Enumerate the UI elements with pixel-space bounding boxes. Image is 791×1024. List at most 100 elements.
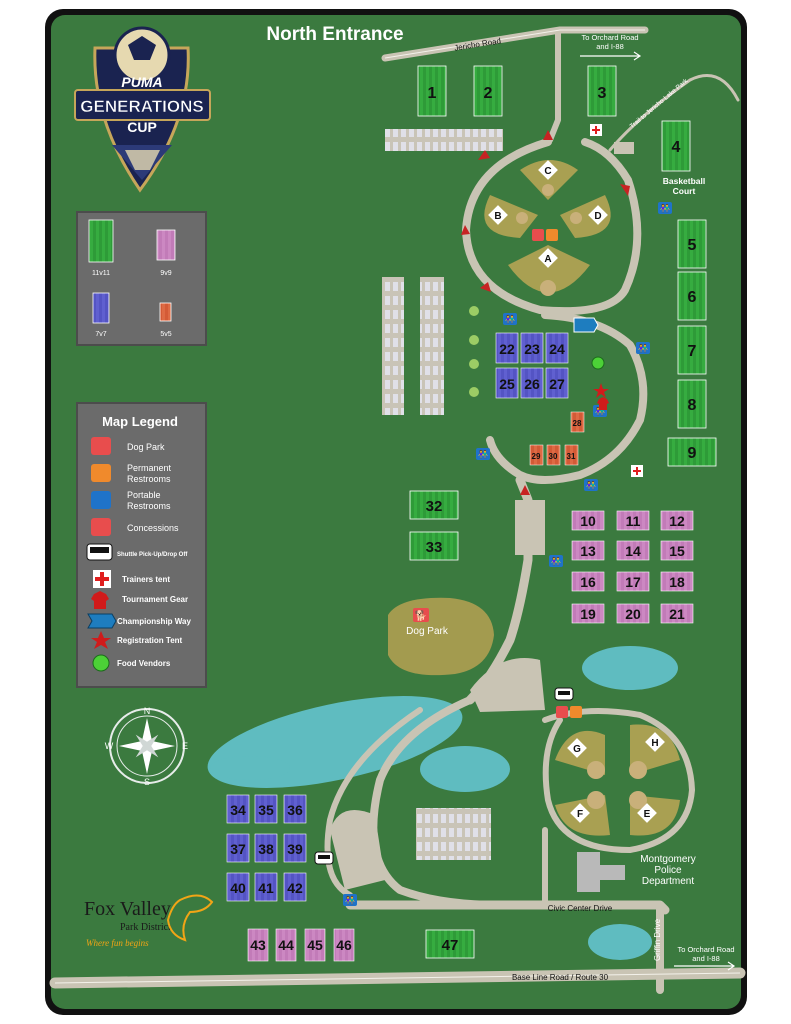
fox-icon (166, 894, 214, 942)
legend-label: Championship Way (117, 617, 191, 626)
trainers-tent-icon[interactable] (590, 124, 602, 136)
field-43[interactable]: 43 (247, 928, 269, 962)
portable-restroom-icon[interactable]: 👫 (658, 202, 672, 214)
field-17[interactable]: 17 (616, 571, 650, 592)
field-32[interactable]: 32 (409, 490, 459, 520)
portable-restroom-icon[interactable]: 👫 (549, 555, 563, 567)
jericho-road-line (384, 29, 645, 59)
logo-subtitle: CUP (127, 119, 157, 135)
svg-text:12: 12 (669, 513, 685, 529)
arrow-right-icon (580, 51, 642, 61)
field-25[interactable]: 25 (495, 367, 519, 399)
field-12[interactable]: 12 (660, 510, 694, 531)
field-26[interactable]: 26 (520, 367, 544, 399)
diamond-label: G (573, 744, 581, 755)
field-14[interactable]: 14 (616, 540, 650, 561)
field-1[interactable]: 1 (417, 65, 447, 117)
registration-tent-icon[interactable] (593, 383, 609, 398)
svg-text:6: 6 (688, 289, 697, 306)
field-20[interactable]: 20 (616, 603, 650, 624)
field-5[interactable]: 5 (677, 219, 707, 269)
field-35[interactable]: 35 (254, 794, 278, 824)
field-44[interactable]: 44 (275, 928, 297, 962)
field-27[interactable]: 27 (545, 367, 569, 399)
svg-text:28: 28 (573, 419, 582, 428)
field-36[interactable]: 36 (283, 794, 307, 824)
field-8[interactable]: 8 (677, 379, 707, 429)
svg-text:44: 44 (278, 937, 294, 953)
field-19[interactable]: 19 (571, 603, 605, 624)
base-line-road-line (54, 972, 741, 984)
permanent-restroom-icon[interactable] (570, 706, 582, 718)
field-18[interactable]: 18 (660, 571, 694, 592)
base-line-road-label: Base Line Road / Route 30 (512, 973, 609, 982)
field-16[interactable]: 16 (571, 571, 605, 592)
legend-label: Dog Park (127, 442, 165, 452)
svg-text:24: 24 (549, 341, 565, 357)
field-30[interactable]: 30 (546, 444, 561, 466)
field-size-swatch-11v11 (88, 219, 114, 263)
svg-text:37: 37 (230, 841, 246, 857)
fox-valley-name: Fox Valley (84, 898, 171, 920)
basketball-label-line1: Basketball (663, 176, 706, 186)
tournament-gear-icon[interactable] (597, 397, 609, 410)
field-47[interactable]: 47 (425, 929, 475, 959)
legend-label: Portable (127, 490, 161, 500)
svg-text:17: 17 (625, 574, 641, 590)
field-15[interactable]: 15 (660, 540, 694, 561)
field-37[interactable]: 37 (226, 833, 250, 863)
lake-south (588, 924, 652, 960)
field-size-swatch-5v5 (159, 302, 172, 322)
field-45[interactable]: 45 (304, 928, 326, 962)
portable-restroom-icon[interactable]: 👫 (476, 448, 490, 460)
map-legend: Map Legend Dog Park Permanent Restrooms … (76, 402, 207, 688)
field-34[interactable]: 34 (226, 794, 250, 824)
field-13[interactable]: 13 (571, 540, 605, 561)
svg-text:34: 34 (230, 802, 246, 818)
food-vendors-icon[interactable] (591, 356, 605, 370)
field-39[interactable]: 39 (283, 833, 307, 863)
basketball-label-line2: Court (673, 186, 696, 196)
north-loop-road (462, 138, 642, 316)
field-11[interactable]: 11 (616, 510, 650, 531)
concessions-icon[interactable] (556, 706, 568, 718)
permanent-restroom-icon[interactable] (546, 229, 558, 241)
svg-text:40: 40 (230, 880, 246, 896)
field-2[interactable]: 2 (473, 65, 503, 117)
field-7[interactable]: 7 (677, 325, 707, 375)
portable-restroom-icon[interactable]: 👫 (343, 894, 357, 906)
field-21[interactable]: 21 (660, 603, 694, 624)
dog-park-icon[interactable]: 🐕 (413, 608, 429, 622)
svg-text:35: 35 (258, 802, 274, 818)
north-entrance-label: North Entrance (266, 24, 403, 45)
field-22[interactable]: 22 (495, 332, 519, 364)
field-42[interactable]: 42 (283, 872, 307, 902)
svg-text:23: 23 (524, 341, 540, 357)
field-28[interactable]: 28 (570, 411, 585, 433)
field-23[interactable]: 23 (520, 332, 544, 364)
field-6[interactable]: 6 (677, 271, 707, 321)
field-29[interactable]: 29 (529, 444, 544, 466)
field-24[interactable]: 24 (545, 332, 569, 364)
field-41[interactable]: 41 (254, 872, 278, 902)
compass-n: N (144, 706, 151, 716)
portable-restroom-icon[interactable]: 👫 (584, 479, 598, 491)
portable-restroom-icon[interactable]: 👫 (636, 342, 650, 354)
field-33[interactable]: 33 (409, 531, 459, 561)
trainers-tent-icon[interactable] (631, 465, 643, 477)
field-10[interactable]: 10 (571, 510, 605, 531)
field-3[interactable]: 3 (587, 65, 617, 117)
svg-text:32: 32 (426, 498, 443, 515)
field-9[interactable]: 9 (667, 437, 717, 467)
field-46[interactable]: 46 (333, 928, 355, 962)
field-31[interactable]: 31 (564, 444, 579, 466)
concessions-icon[interactable] (532, 229, 544, 241)
shuttle-icon[interactable] (554, 687, 574, 701)
shuttle-icon[interactable] (314, 851, 334, 865)
championship-way-icon[interactable] (573, 317, 599, 333)
field-4[interactable]: 4 (661, 120, 691, 172)
police-label-line2: Police (654, 865, 682, 876)
field-40[interactable]: 40 (226, 872, 250, 902)
field-38[interactable]: 38 (254, 833, 278, 863)
portable-restroom-icon[interactable]: 👫 (503, 313, 517, 325)
